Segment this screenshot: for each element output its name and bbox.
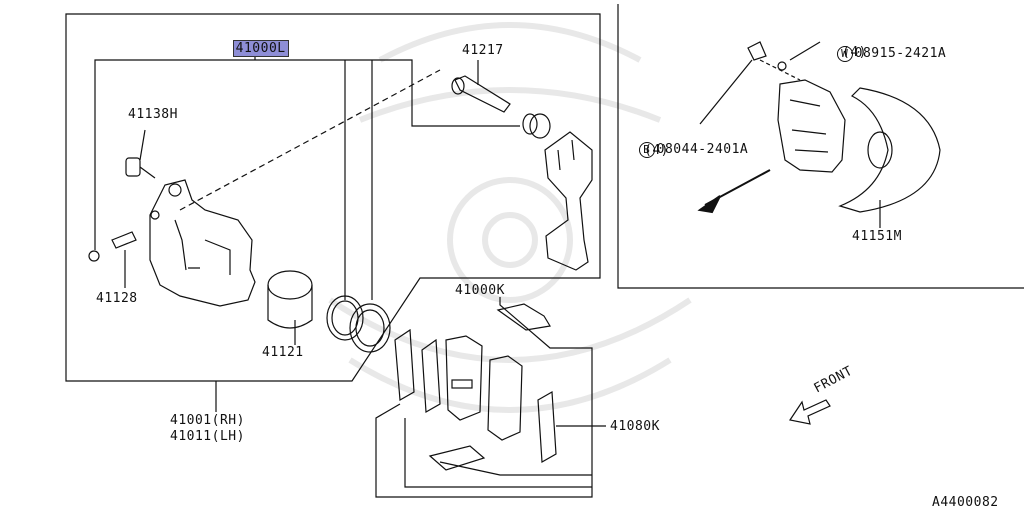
shim-right[interactable] <box>537 391 557 463</box>
pad-clip-top[interactable] <box>496 303 551 331</box>
label-41217[interactable]: 41217 <box>462 43 504 58</box>
watermark-emblem <box>328 22 692 413</box>
label-41000L-highlight[interactable]: 41000L <box>232 40 289 57</box>
baffle-plate[interactable] <box>838 87 941 213</box>
bolt-part-number[interactable]: 08044-2401A <box>656 142 749 157</box>
brake-pad-outer[interactable] <box>487 355 523 441</box>
dashed-inset <box>759 59 801 81</box>
piston-seal[interactable] <box>326 295 364 341</box>
front-arrow-icon <box>789 399 831 425</box>
label-washer-qty: (4) <box>842 45 867 60</box>
label-bolt-qty: (4) <box>644 143 669 158</box>
caliper-body[interactable] <box>149 179 256 307</box>
label-41151M[interactable]: 41151M <box>852 229 902 244</box>
inset-washer[interactable] <box>777 61 787 71</box>
label-41000L[interactable]: 41000L <box>216 28 289 57</box>
support-bracket[interactable] <box>544 131 593 271</box>
diagram-id: A4400082 <box>932 495 999 510</box>
main-assembly-frame <box>65 13 601 382</box>
direction-arrow <box>697 169 771 214</box>
label-41001-rh[interactable]: 41001(RH) <box>170 413 245 428</box>
bleeder-screw[interactable] <box>88 231 137 262</box>
washer-mark-icon: W <box>836 46 853 62</box>
label-41128[interactable]: 41128 <box>96 291 138 306</box>
leader-41138H <box>139 129 146 161</box>
leader-bolt <box>699 59 753 125</box>
label-41138H[interactable]: 41138H <box>128 107 178 122</box>
bleeder-cap[interactable] <box>125 157 156 179</box>
inset-frame <box>617 4 1024 289</box>
label-41080K[interactable]: 41080K <box>610 419 660 434</box>
dashed-guide <box>179 69 441 211</box>
bracket-41000L <box>94 44 520 300</box>
bolt-mark-icon: B <box>638 142 655 158</box>
label-41011-lh[interactable]: 41011(LH) <box>170 429 245 444</box>
label-41121[interactable]: 41121 <box>262 345 304 360</box>
pad-clip-bottom[interactable] <box>428 445 486 471</box>
inset-caliper[interactable] <box>777 79 846 173</box>
shim-left[interactable] <box>394 328 441 413</box>
pin-41217[interactable] <box>451 60 511 113</box>
label-41000K[interactable]: 41000K <box>455 283 505 298</box>
inset-bolt[interactable] <box>747 41 767 61</box>
boot[interactable] <box>522 113 551 139</box>
leader-washer <box>789 41 821 61</box>
washer-part-number[interactable]: 08915-2421A <box>854 46 947 61</box>
dust-boot[interactable] <box>349 303 391 353</box>
pad-kit-frame <box>375 297 593 498</box>
piston[interactable] <box>267 270 313 329</box>
brake-pad-inner[interactable] <box>445 335 483 421</box>
